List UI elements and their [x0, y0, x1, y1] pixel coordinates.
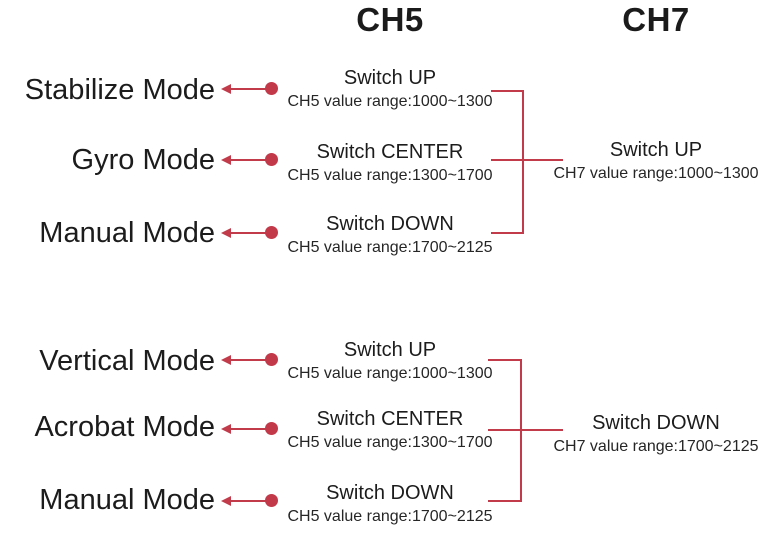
ch7-switch-down-block: Switch DOWN CH7 value range:1700~2125 — [546, 411, 764, 457]
mode-label-vertical: Vertical Mode — [39, 345, 215, 377]
switch-position-label: Switch DOWN — [592, 412, 720, 434]
switch-position-label: Switch DOWN — [326, 482, 454, 504]
switch-position-label: Switch DOWN — [326, 213, 454, 235]
arrow-dot-icon — [265, 353, 278, 366]
arrow-dot-icon — [265, 494, 278, 507]
left-arrow-icon — [221, 353, 278, 367]
ch5-column-header: CH5 — [356, 1, 424, 38]
left-arrow-icon — [221, 494, 278, 508]
ch5-switch-down-block-lower: Switch DOWN CH5 value range:1700~2125 — [280, 481, 500, 527]
value-range-label: CH5 value range:1300~1700 — [287, 434, 493, 451]
upper-bracket-bottom-stub — [491, 232, 524, 234]
mode-label-manual-lower: Manual Mode — [39, 484, 215, 516]
lower-bracket-bottom-stub — [488, 500, 522, 502]
left-arrow-icon — [221, 82, 278, 96]
switch-position-label: Switch CENTER — [316, 408, 464, 430]
arrow-shaft — [225, 88, 271, 90]
value-range-label: CH5 value range:1300~1700 — [287, 167, 493, 184]
mode-label-manual-upper: Manual Mode — [39, 217, 215, 249]
switch-position-label: Switch UP — [343, 339, 437, 361]
upper-bracket-top-stub — [491, 90, 524, 92]
value-range-label: CH7 value range:1000~1300 — [553, 165, 759, 182]
ch5-switch-down-block-upper: Switch DOWN CH5 value range:1700~2125 — [280, 212, 500, 258]
arrow-dot-icon — [265, 82, 278, 95]
ch5-switch-up-block-lower: Switch UP CH5 value range:1000~1300 — [280, 338, 500, 384]
ch5-switch-center-block-lower: Switch CENTER CH5 value range:1300~1700 — [280, 407, 500, 453]
arrow-dot-icon — [265, 422, 278, 435]
ch7-column-header: CH7 — [622, 1, 690, 38]
arrow-shaft — [225, 500, 271, 502]
switch-position-label: Switch UP — [609, 139, 703, 161]
arrow-dot-icon — [265, 153, 278, 166]
arrow-shaft — [225, 159, 271, 161]
mode-label-acrobat: Acrobat Mode — [34, 411, 215, 443]
ch5-switch-up-block-upper: Switch UP CH5 value range:1000~1300 — [280, 66, 500, 112]
lower-bracket-middle-stub — [488, 429, 563, 431]
upper-bracket-vertical-line — [522, 90, 524, 234]
arrow-dot-icon — [265, 226, 278, 239]
mode-label-gyro: Gyro Mode — [71, 144, 215, 176]
value-range-label: CH5 value range:1700~2125 — [287, 239, 493, 256]
mode-label-stabilize: Stabilize Mode — [24, 74, 215, 106]
arrow-shaft — [225, 359, 271, 361]
lower-bracket-top-stub — [488, 359, 522, 361]
switch-position-label: Switch UP — [343, 67, 437, 89]
left-arrow-icon — [221, 226, 278, 240]
left-arrow-icon — [221, 422, 278, 436]
value-range-label: CH5 value range:1700~2125 — [287, 508, 493, 525]
value-range-label: CH5 value range:1000~1300 — [287, 93, 493, 110]
value-range-label: CH5 value range:1000~1300 — [287, 365, 493, 382]
ch7-switch-up-block: Switch UP CH7 value range:1000~1300 — [546, 138, 764, 184]
arrow-shaft — [225, 232, 271, 234]
switch-position-label: Switch CENTER — [316, 141, 464, 163]
value-range-label: CH7 value range:1700~2125 — [553, 438, 759, 455]
ch5-switch-center-block-upper: Switch CENTER CH5 value range:1300~1700 — [280, 140, 500, 186]
left-arrow-icon — [221, 153, 278, 167]
upper-bracket-middle-stub — [491, 159, 563, 161]
arrow-shaft — [225, 428, 271, 430]
